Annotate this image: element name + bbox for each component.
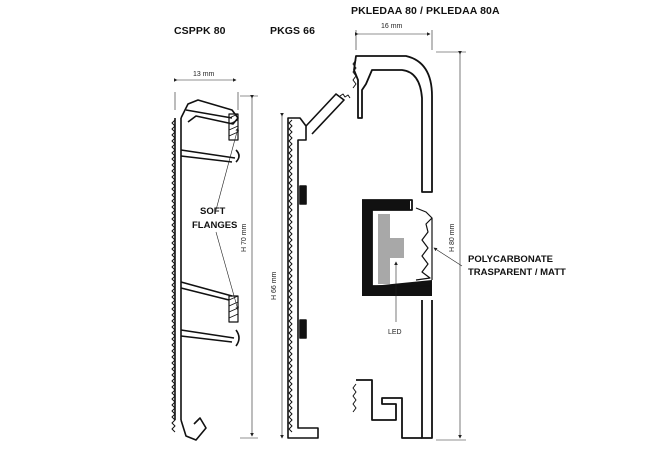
- polycarbonate-label-line2: TRASPARENT / MATT: [468, 267, 566, 278]
- cspk-width-dim: 13 mm: [193, 71, 215, 78]
- pkleda-title: PKLEDAA 80 / PKLEDAA 80A: [351, 5, 500, 17]
- cspk-height-dim: H 70 mm: [241, 223, 248, 252]
- cspk-soft-flange-top: [228, 113, 239, 141]
- polycarbonate-diffuser: [415, 207, 433, 281]
- pkgs-title: PKGS 66: [270, 25, 316, 37]
- pkleda-main-wall: [421, 300, 433, 439]
- polycarbonate-label-line1: POLYCARBONATE: [468, 254, 553, 265]
- led-strip: [378, 214, 404, 284]
- pkgs-top-lip: [305, 93, 345, 135]
- pkgs-height-dim: H 66 mm: [271, 271, 278, 300]
- led-label: LED: [388, 329, 402, 336]
- soft-flanges-label-line1: SOFT: [200, 206, 226, 217]
- cspk-bottom-hook: [180, 417, 207, 441]
- cspk-dimensions: [174, 78, 258, 439]
- pkleda-dimensions: [355, 30, 466, 441]
- pkgs-profile: [287, 93, 351, 439]
- cspk-profile: [171, 99, 240, 441]
- soft-flanges-leaders: [215, 127, 239, 311]
- soft-flanges-label-line2: FLANGES: [192, 220, 237, 231]
- cspk-title: CSPPK 80: [174, 25, 226, 37]
- pkleda-top-cap: [353, 55, 433, 193]
- pkleda-profile: [352, 55, 433, 439]
- polycarbonate-leader: [433, 247, 463, 267]
- pkleda-bottom-hook: [356, 379, 422, 439]
- pkleda-height-dim: H 80 mm: [449, 223, 456, 252]
- pkleda-width-dim: 16 mm: [381, 23, 403, 30]
